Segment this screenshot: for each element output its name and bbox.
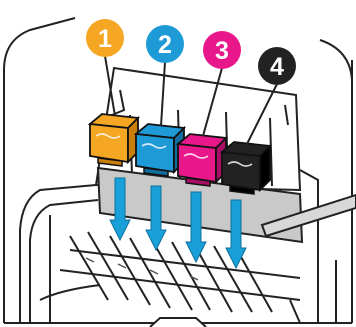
bottom-tab <box>150 318 206 327</box>
badge-number: 2 <box>158 31 172 59</box>
badge-number: 4 <box>270 53 284 81</box>
ink-cartridge-1 <box>90 114 138 166</box>
badge-number: 3 <box>215 37 229 65</box>
badge-number: 1 <box>98 25 112 53</box>
number-badge-4: 4 <box>258 47 296 85</box>
number-badge-2: 2 <box>146 25 184 63</box>
number-badge-3: 3 <box>203 31 241 69</box>
slot-markers <box>86 258 198 280</box>
slot-rails <box>70 232 272 312</box>
number-badge-1: 1 <box>86 19 124 57</box>
